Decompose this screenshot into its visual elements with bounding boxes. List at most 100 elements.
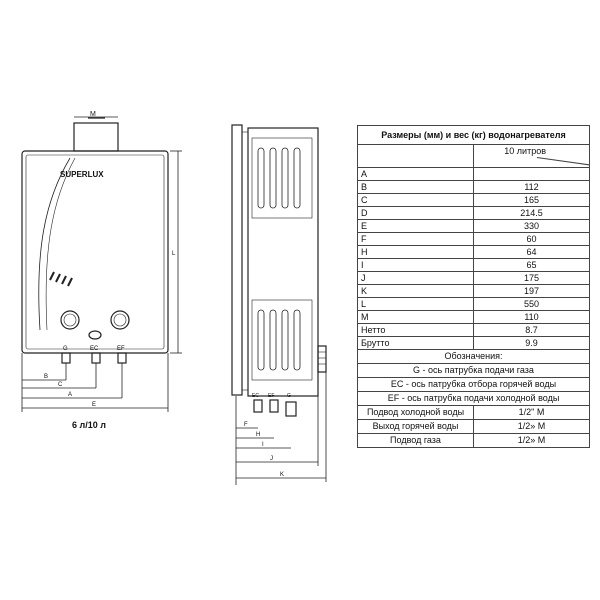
side-dimension-lines — [235, 372, 327, 485]
spec-value: 330 — [473, 219, 590, 233]
legend-title: Обозначения: — [357, 349, 590, 364]
spec-key: Нетто — [357, 323, 474, 337]
connection-value: 1/2» M — [473, 419, 590, 434]
side-vent-ribs-top — [257, 147, 301, 209]
spec-key: H — [357, 245, 474, 259]
side-label-ef: EF — [268, 393, 274, 399]
header-diagonal — [536, 157, 589, 167]
fitting-ef — [117, 352, 127, 364]
dim-label-l: L — [172, 251, 176, 257]
left-knob — [60, 310, 80, 330]
spec-row: A — [357, 167, 590, 181]
spec-key: D — [357, 206, 474, 220]
legend-item: G - ось патрубка подачи газа — [357, 363, 590, 378]
spec-value: 64 — [473, 245, 590, 259]
side-dim-h: H — [256, 432, 260, 438]
spec-value: 112 — [473, 180, 590, 194]
spec-table: Размеры (мм) и вес (кг) водонагревателя … — [357, 125, 590, 448]
spec-value: 175 — [473, 271, 590, 285]
spec-value: 214.5 — [473, 206, 590, 220]
spec-key: Брутто — [357, 336, 474, 350]
dim-label-e: E — [92, 402, 96, 408]
spec-key: A — [357, 167, 474, 181]
connection-label: Подвод газа — [357, 433, 474, 448]
spec-key: L — [357, 297, 474, 311]
spec-key: B — [357, 180, 474, 194]
spec-key: M — [357, 310, 474, 324]
label-ec: EC — [90, 346, 99, 352]
vent-slots — [49, 271, 73, 287]
spec-value: 550 — [473, 297, 590, 311]
side-dim-k: K — [280, 472, 284, 478]
fitting-g — [61, 352, 71, 364]
side-view — [231, 124, 327, 485]
spec-column-header: 10 литров — [504, 146, 546, 156]
fitting-ec — [91, 352, 101, 364]
side-dim-f: F — [244, 422, 248, 428]
legend-row: EC - ось патрубка отбора горячей воды — [357, 377, 590, 392]
spec-value: 60 — [473, 232, 590, 246]
spec-key: F — [357, 232, 474, 246]
spec-value: 197 — [473, 284, 590, 298]
connection-label: Подвод холодной воды — [357, 405, 474, 420]
wall-bracket — [231, 124, 243, 396]
spec-key: I — [357, 258, 474, 272]
body-curve — [38, 157, 71, 331]
legend-title-row: Обозначения: — [357, 349, 590, 364]
label-g: G — [63, 346, 68, 352]
spec-header-row: 10 литров — [357, 144, 590, 168]
spec-key: E — [357, 219, 474, 233]
flue-collar — [73, 122, 119, 152]
side-label-g: G — [287, 393, 291, 399]
side-fitting-ef — [269, 399, 279, 413]
spec-value: 8.7 — [473, 323, 590, 337]
spec-title-row: Размеры (мм) и вес (кг) водонагревателя — [357, 125, 590, 145]
legend-row: G - ось патрубка подачи газа — [357, 363, 590, 378]
legend-item: EC - ось патрубка отбора горячей воды — [357, 377, 590, 392]
side-view-labels: EC EF G F H I J K — [244, 393, 291, 478]
front-dimension-lines — [21, 116, 182, 412]
side-body — [247, 127, 319, 397]
spec-header-empty — [357, 144, 474, 168]
spec-value — [473, 167, 590, 181]
brand-logo: SUPERLUX — [60, 170, 104, 179]
connection-value: 1/2» M — [473, 433, 590, 448]
legend-item: EF - ось патрубка подачи холодной воды — [357, 391, 590, 406]
dim-label-a: A — [68, 392, 72, 398]
spec-column-header-cell: 10 литров — [473, 144, 590, 168]
spec-value: 165 — [473, 193, 590, 207]
label-ef: EF — [117, 346, 125, 352]
side-dim-i: I — [262, 442, 264, 448]
side-knob — [317, 345, 327, 373]
side-dim-j: J — [270, 456, 273, 462]
spec-title: Размеры (мм) и вес (кг) водонагревателя — [357, 125, 590, 145]
side-label-ec: EC — [252, 393, 259, 399]
spec-key: C — [357, 193, 474, 207]
indicator-window — [88, 330, 102, 340]
front-view — [21, 116, 182, 412]
side-fitting-g — [285, 401, 297, 417]
connection-label: Выход горячей воды — [357, 419, 474, 434]
spec-value: 110 — [473, 310, 590, 324]
model-caption: 6 л/10 л — [72, 420, 106, 430]
spec-value: 9.9 — [473, 336, 590, 350]
side-fitting-ec — [253, 399, 263, 413]
side-vent-ribs-bottom — [257, 309, 301, 371]
spec-value: 65 — [473, 258, 590, 272]
